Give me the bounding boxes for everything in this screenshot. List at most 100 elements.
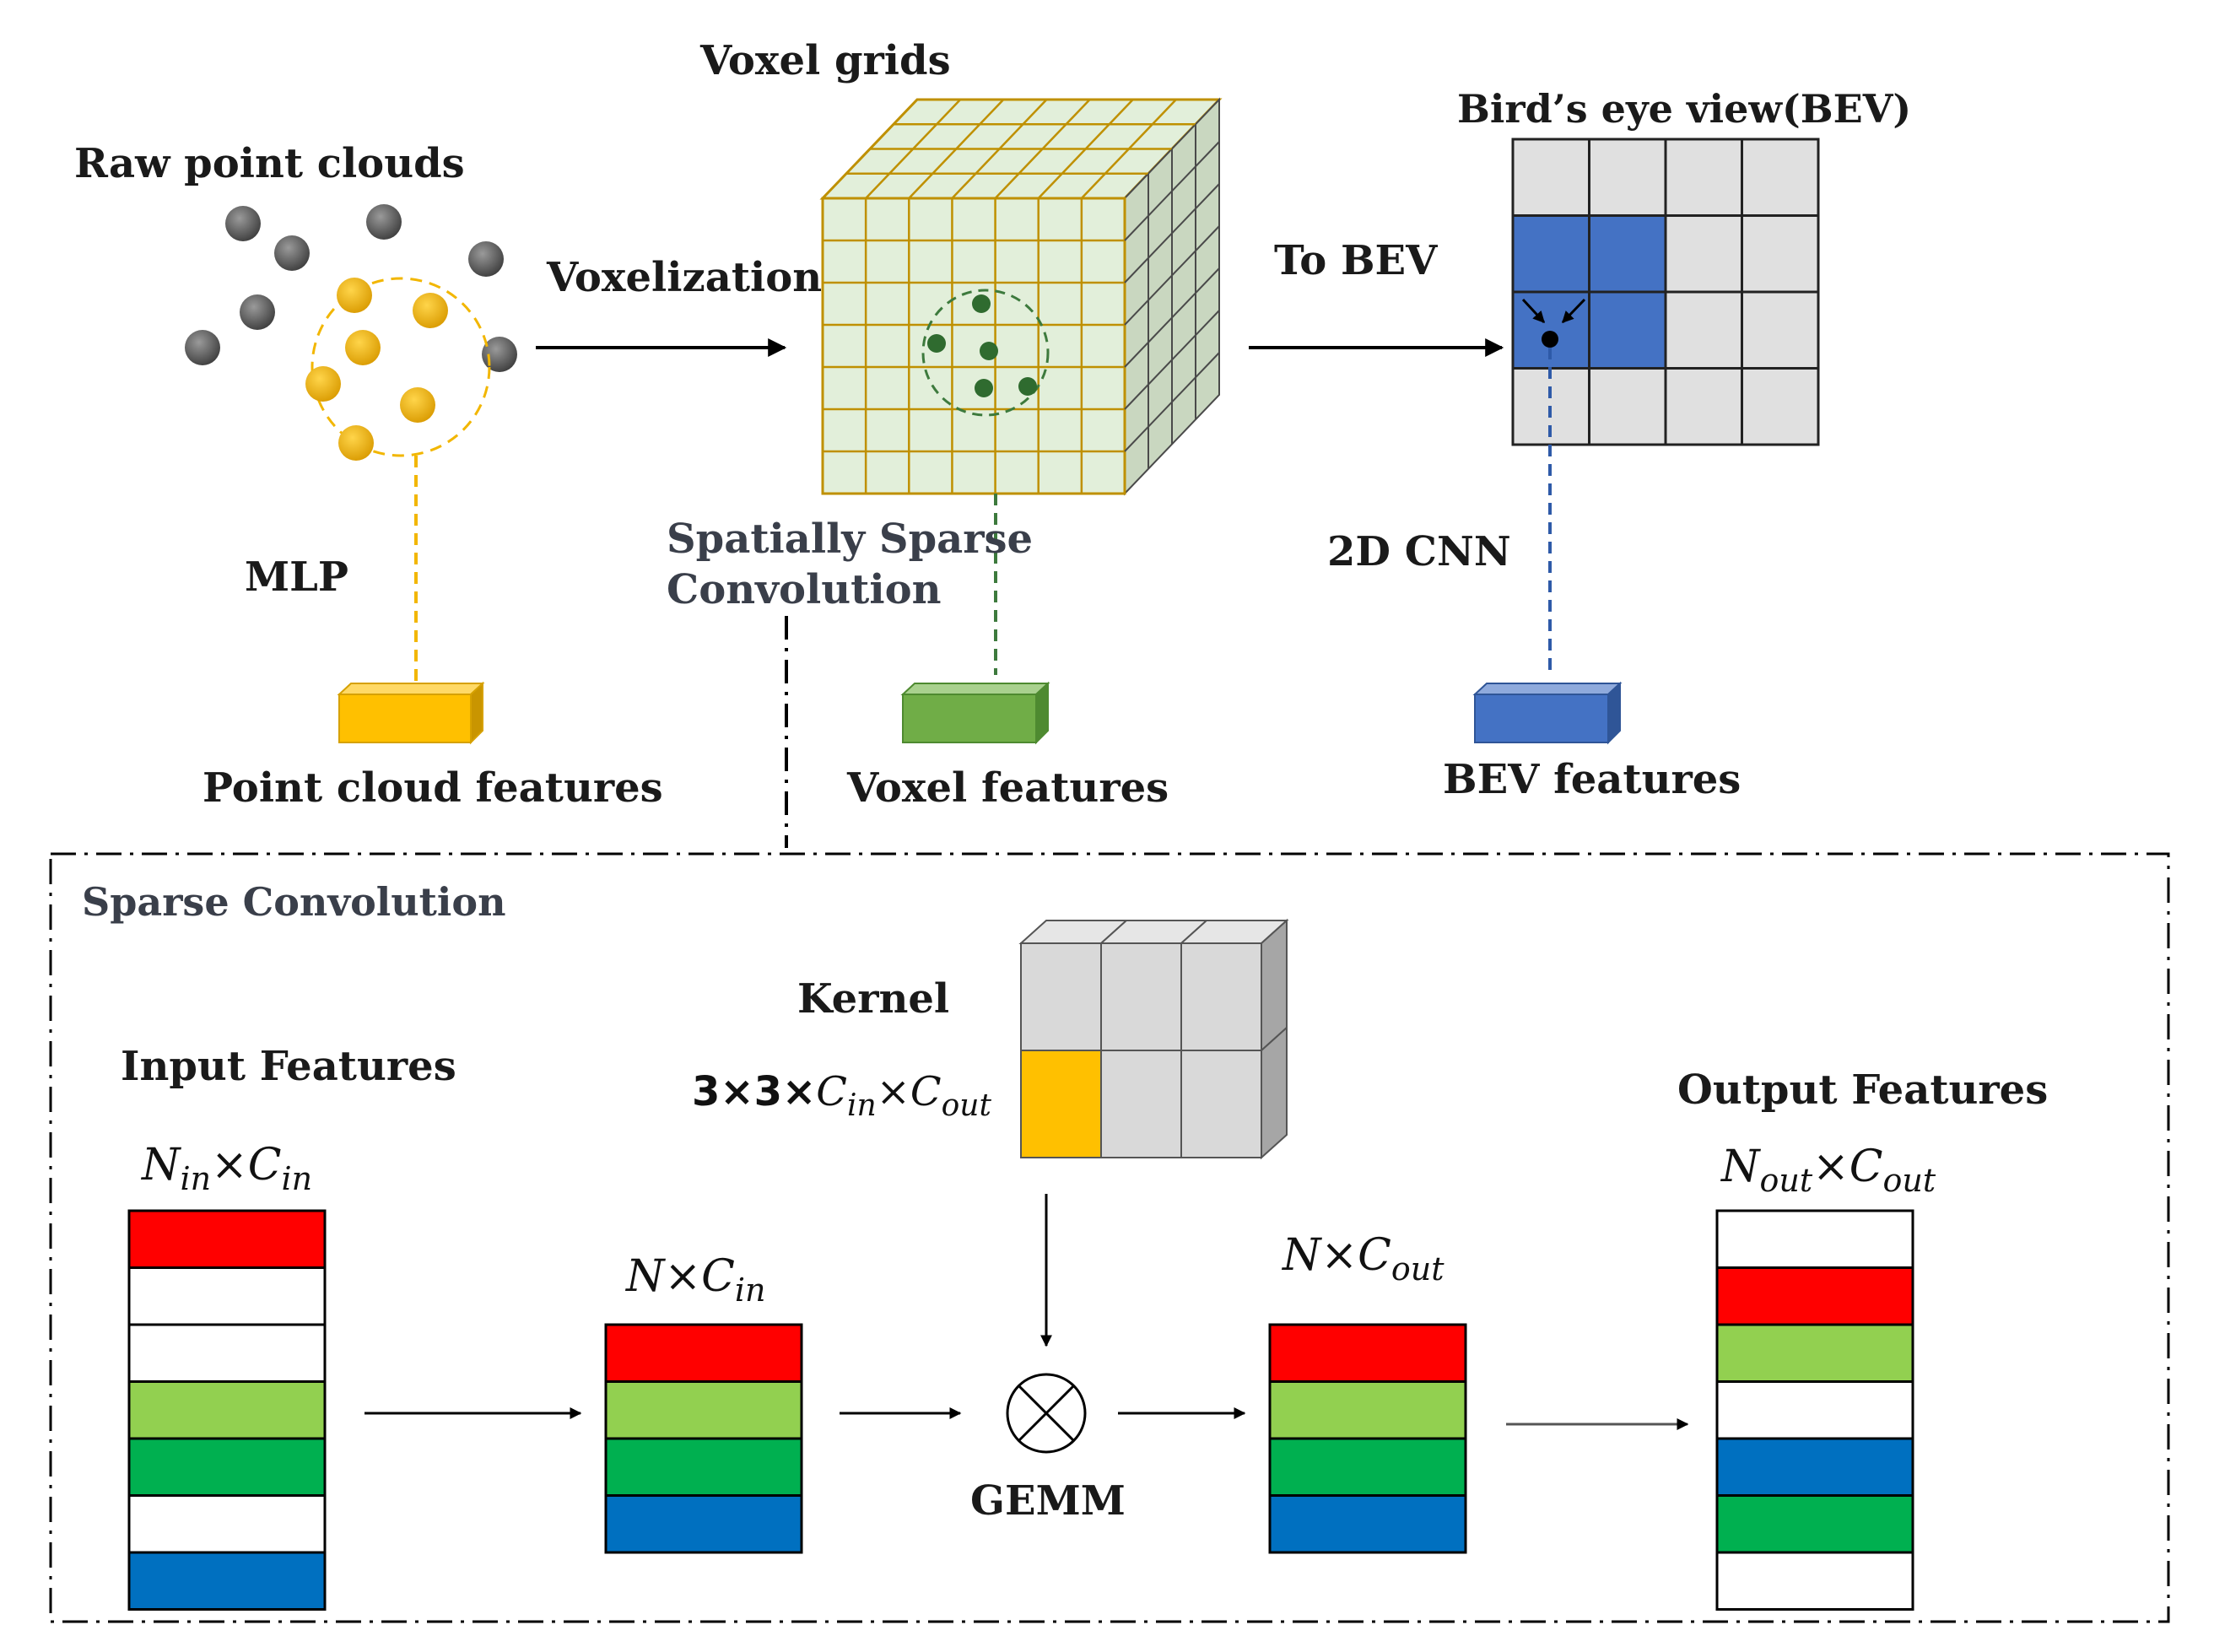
voxel-selection-circle [921,289,1050,417]
bev-cell [1741,367,1820,446]
grid-line [1124,310,1220,410]
dim-c2-sub: out [942,1088,992,1123]
feature-row [1715,1323,1914,1383]
feature-row [127,1209,327,1269]
gemm-operator-icon [1006,1373,1087,1454]
grid-line [1124,352,1220,452]
grid-line [1124,225,1220,326]
voxel-grid-cube [819,97,1223,496]
dim-n-sub: in [181,1160,212,1197]
dim-n-sub: out [1760,1162,1813,1199]
sparse-conv-frame [49,852,2170,1623]
feature-row [1268,1494,1467,1554]
box-side [470,681,483,745]
feature-row [127,1551,327,1611]
point-yellow [345,330,381,365]
gemm-label: GEMM [970,1477,1126,1525]
raw-point-cloud [185,204,517,461]
voxel-feature-box [900,681,1050,745]
bev-arrow [1561,298,1586,324]
voxel-features-label: Voxel features [846,764,1169,812]
feature-row [604,1494,803,1554]
bev-grid [1511,138,1820,446]
dim-times: × [665,1251,702,1302]
dim-times: × [1812,1142,1850,1192]
bev-cell [1511,138,1590,217]
kernel-cell [1180,1050,1262,1158]
kernel-cell [1020,1050,1102,1158]
bev-cell [1664,367,1743,446]
box-top [337,683,485,695]
kernel-cell [1100,942,1182,1051]
mid-in-dims-label: N×Cin [624,1251,766,1309]
feature-row [1715,1209,1914,1269]
bev-cell [1588,367,1667,446]
kernel-cell [1180,942,1262,1051]
output-dims-label: Nout×Cout [1720,1142,1936,1199]
kernel-cell [1020,942,1102,1051]
spatially-sparse-label: Spatially Sparse [667,516,1033,563]
voxel-point [980,342,998,360]
dim-n: N [624,1251,666,1302]
dim-n: N [1720,1142,1761,1192]
bev-cell [1588,214,1667,294]
bev-cell [1511,214,1590,294]
dim-c-sub: in [282,1160,313,1197]
dim-c: C [248,1140,282,1190]
output-feature-stack [1715,1209,1914,1611]
raw-point-clouds-label: Raw point clouds [74,140,465,187]
kernel-side-face [1261,1025,1288,1160]
bev-cell [1664,214,1743,294]
feature-row [604,1323,803,1383]
dim-c-sub: out [1391,1250,1444,1288]
box-top [1472,683,1623,695]
input-dims-label: Nin×Cin [140,1140,312,1197]
bev-cell [1741,290,1820,370]
voxelization-label: Voxelization [546,254,822,301]
to-bev-label: To BEV [1274,237,1438,284]
point-gray [274,235,310,271]
cube-front-face [821,197,1126,495]
mid-out-dims-label: N×Cout [1281,1230,1444,1288]
output-features-label: Output Features [1677,1066,2048,1114]
bev-pooling-arrows [1521,298,1586,348]
bev-cell [1588,138,1667,217]
dim-c-sub: out [1883,1162,1936,1199]
voxel-selection [921,289,1050,417]
point-yellow [305,366,341,402]
feature-row [604,1380,803,1440]
feature-row [1715,1266,1914,1326]
bev-cell [1741,214,1820,294]
box-side [1035,681,1049,745]
otimes-line [1017,1384,1076,1443]
dim-c2: C [910,1068,942,1115]
dim-times: × [877,1068,910,1115]
feature-row [127,1323,327,1383]
point-gray [240,294,275,330]
convolution-label: Convolution [667,566,941,613]
mlp-label: MLP [245,553,348,601]
bev-features-label: BEV features [1443,756,1741,803]
dim-n: N [140,1140,181,1190]
voxel-point [927,334,946,353]
dim-c-sub: in [735,1271,766,1309]
bev-title: Bird’s eye view(BEV) [1457,86,1911,132]
grid-line [1124,141,1220,241]
feature-row [1268,1380,1467,1440]
voxel-point [1018,377,1037,396]
feature-row [604,1437,803,1497]
bev-feature-box [1472,681,1623,745]
gathered-feature-stack [604,1323,803,1554]
kernel-dims-label: 3×3×Cin×Cout [692,1068,991,1123]
bev-cell [1664,290,1743,370]
bev-point [1542,331,1558,348]
box-top [900,683,1050,695]
feature-row [127,1437,327,1497]
input-features-label: Input Features [121,1043,456,1090]
box-front [902,694,1037,743]
point-cloud-feature-box [337,681,485,745]
feature-row [127,1494,327,1554]
grid-line [1124,267,1220,368]
dim-c1-sub: in [847,1088,877,1123]
dim-c: C [1850,1142,1883,1192]
